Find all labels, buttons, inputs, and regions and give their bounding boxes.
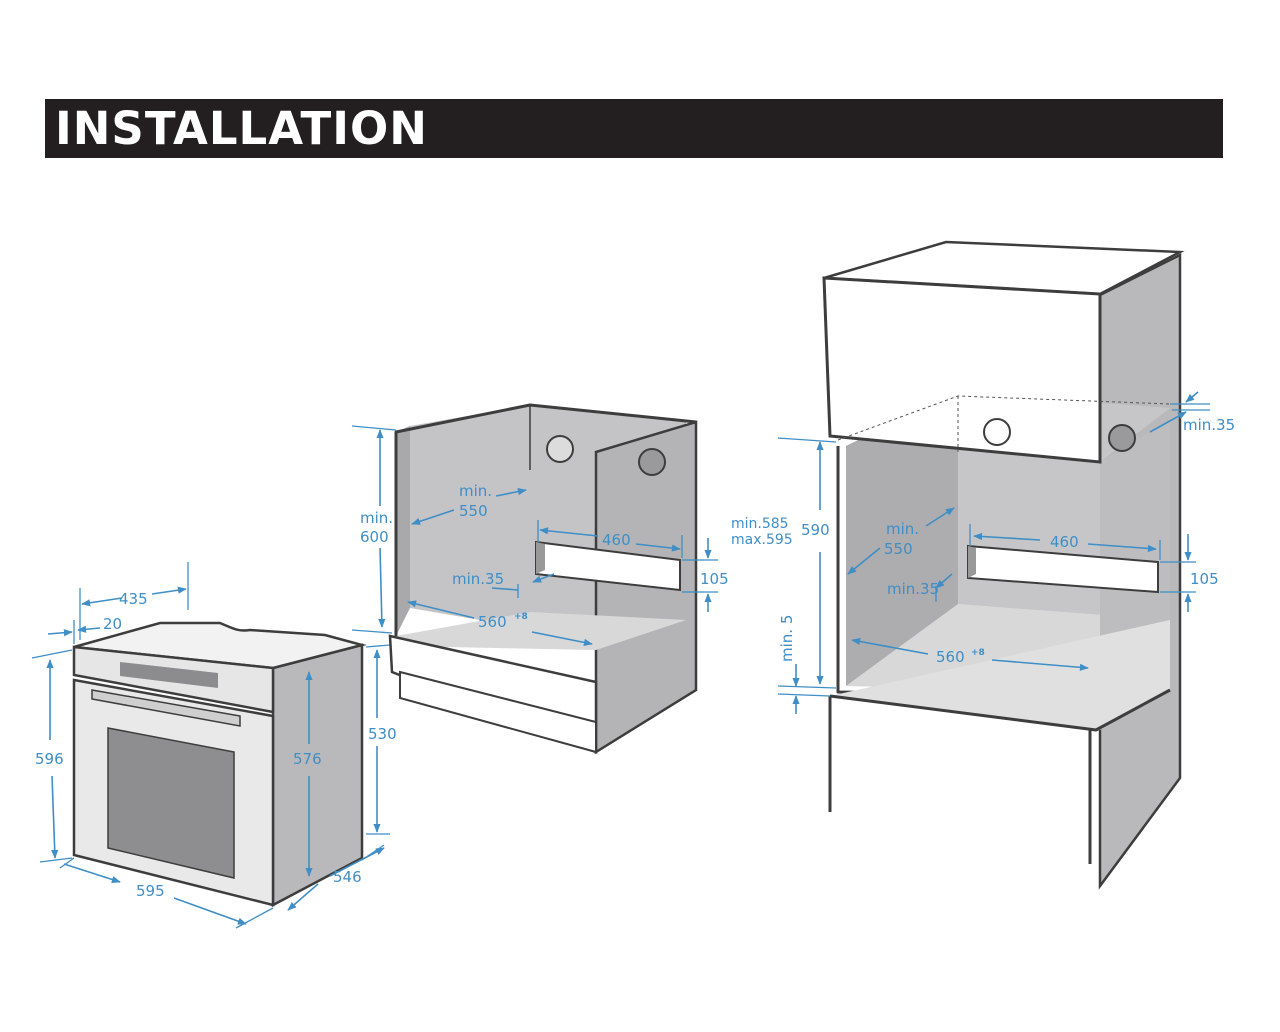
column-cabinet	[822, 240, 1185, 890]
dim-20-label: 20	[103, 615, 122, 633]
dim-595-label: 595	[136, 882, 165, 900]
column-dimensions: min.35 min.585 max.595 590 min. 5 min. 5…	[731, 391, 1235, 714]
column-dim-min-550-a: min.	[886, 520, 919, 538]
dim-600-label: 600	[360, 528, 389, 546]
dim-min-label: min.	[360, 509, 393, 527]
dim-min35-top-label: min.35	[1183, 416, 1235, 434]
dim-576-label: 576	[293, 750, 322, 768]
title-bar: INSTALLATION	[45, 99, 1223, 158]
dim-105-label: 105	[700, 570, 729, 588]
dim-460-label: 460	[602, 531, 631, 549]
column-dim-460-label: 460	[1050, 533, 1079, 551]
dim-min-550-a: min.	[459, 482, 492, 500]
column-dim-560-label: 560	[936, 648, 965, 666]
column-dim-min-550-b: 550	[884, 540, 913, 558]
dim-546-label: 546	[333, 868, 362, 886]
dim-min-550-b: 550	[459, 502, 488, 520]
dim-560-label: 560	[478, 613, 507, 631]
dim-435-label: 435	[119, 590, 148, 608]
column-dim-105-label: 105	[1190, 570, 1219, 588]
oven-dimensions: 435 20 596 576 530 595 546	[31, 562, 397, 929]
undercounter-dimensions: min. 600 min. 550 460 105 min.35 560 +8	[351, 425, 729, 646]
dim-min35-label: min.35	[452, 570, 504, 588]
dim-530-label: 530	[368, 725, 397, 743]
column-dim-560-sup: +8	[971, 648, 985, 658]
dim-max595-label: max.595	[731, 532, 793, 548]
dim-596-label: 596	[35, 750, 64, 768]
page-title: INSTALLATION	[55, 102, 428, 155]
dim-min5-label: min. 5	[778, 615, 796, 662]
oven-drawing	[72, 621, 367, 908]
dim-min585-label: min.585	[731, 516, 789, 532]
undercounter-cabinet	[388, 403, 698, 755]
dim-560-sup: +8	[514, 612, 528, 622]
dim-590-label: 590	[801, 521, 830, 539]
column-dim-min35-label: min.35	[887, 580, 939, 598]
